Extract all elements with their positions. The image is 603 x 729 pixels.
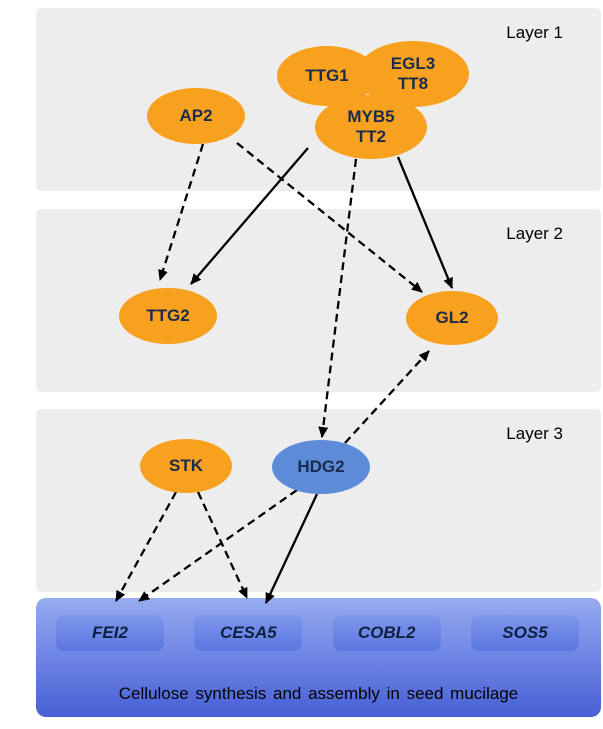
layer-2-label: Layer 2 bbox=[506, 224, 563, 243]
edge-STK-to-FEI2 bbox=[114, 491, 178, 602]
target-genes-row: FEI2 CESA5 COBL2 SOS5 bbox=[56, 615, 579, 651]
edge-AP2-to-GL2 bbox=[236, 142, 423, 293]
figure-caption: Cellulose synthesis and assembly in seed… bbox=[118, 684, 519, 703]
edge-MYB5_TT2-to-TTG2 bbox=[190, 147, 309, 285]
edge-AP2-to-TTG2 bbox=[158, 143, 205, 281]
target-gene-sos5: SOS5 bbox=[470, 615, 579, 651]
edge-HDG2-to-FEI2 bbox=[138, 489, 298, 602]
mucilage-process-band: FEI2 CESA5 COBL2 SOS5 Cellulose synthesi… bbox=[36, 598, 601, 717]
edge-HDG2-to-GL2 bbox=[344, 350, 430, 444]
edge-HDG2-to-CESA5 bbox=[264, 493, 319, 604]
edge-MYB5_TT2-to-HDG2 bbox=[318, 158, 358, 438]
layer-1-label: Layer 1 bbox=[506, 23, 563, 42]
target-gene-cobl2: COBL2 bbox=[332, 615, 441, 651]
target-gene-cesa5: CESA5 bbox=[194, 615, 303, 651]
edge-MYB5_TT2-to-GL2 bbox=[396, 156, 454, 289]
layer-3-band: Layer 3 bbox=[36, 409, 601, 592]
target-gene-fei2: FEI2 bbox=[56, 615, 164, 651]
edge-STK-to-CESA5 bbox=[196, 491, 249, 599]
layer-3-label: Layer 3 bbox=[506, 424, 563, 443]
